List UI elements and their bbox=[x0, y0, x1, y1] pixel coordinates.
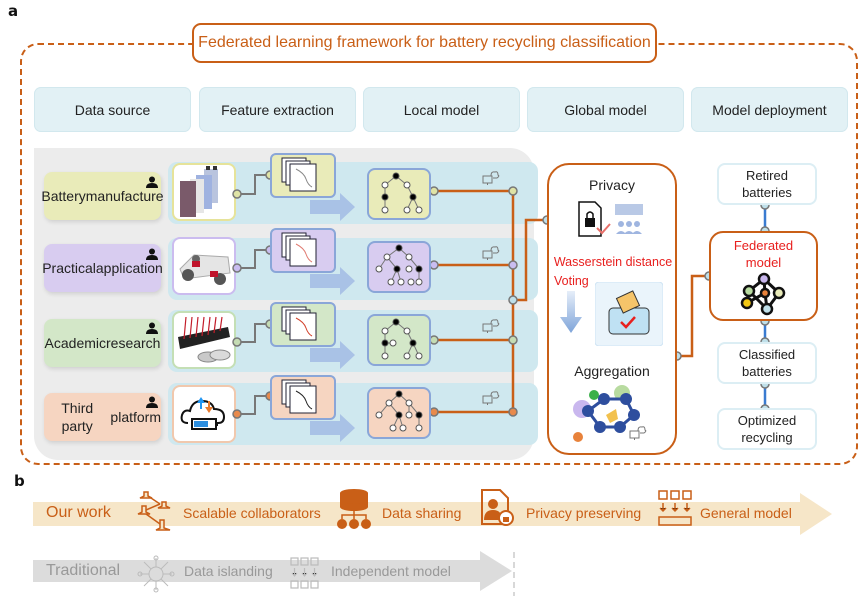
traditional-label: Traditional bbox=[46, 562, 121, 579]
connector-node bbox=[232, 263, 242, 273]
local-model-tree-3 bbox=[367, 314, 431, 366]
header-feature-extraction: Feature extraction bbox=[199, 87, 356, 132]
feature-curves-1 bbox=[270, 153, 336, 198]
curve-stack-icon bbox=[281, 379, 317, 414]
data-sharing-label: Data sharing bbox=[382, 505, 462, 521]
battery-cell-icon bbox=[180, 166, 218, 217]
general-model-label: General model bbox=[700, 505, 792, 521]
data-sharing-icon bbox=[337, 489, 371, 529]
battery-test-rig-icon bbox=[178, 316, 231, 363]
aggregation-label: Aggregation bbox=[574, 363, 650, 379]
down-arrow-icon bbox=[560, 291, 582, 333]
scalable-collaborators-icon bbox=[137, 491, 171, 531]
cloud-computer-icon bbox=[482, 319, 500, 333]
ballot-box-icon bbox=[595, 282, 663, 346]
person-icon bbox=[146, 176, 158, 188]
decision-tree-icon bbox=[381, 318, 423, 360]
general-model-icon bbox=[658, 490, 692, 526]
header-global-model: Global model bbox=[527, 87, 684, 132]
our-work-arrow bbox=[33, 493, 832, 535]
curve-stack-icon bbox=[281, 157, 317, 192]
local-model-tree-4 bbox=[367, 387, 431, 439]
cloud-computer-icon bbox=[482, 246, 500, 260]
curve-stack-icon bbox=[281, 306, 317, 341]
cloud-computer-icon bbox=[482, 391, 500, 405]
header-local-model: Local model bbox=[363, 87, 520, 132]
header-model-deployment: Model deployment bbox=[691, 87, 848, 132]
cloud-battery-icon bbox=[180, 397, 226, 430]
electric-vehicle-chassis-icon bbox=[179, 254, 231, 285]
connector-node bbox=[508, 335, 518, 345]
data-islanding-label: Data islanding bbox=[184, 563, 273, 579]
panel-a-letter: a bbox=[8, 2, 19, 20]
privacy-document-icon bbox=[578, 201, 643, 237]
cloud-computer-icon bbox=[482, 171, 500, 185]
header-data-source: Data source bbox=[34, 87, 191, 132]
privacy-label: Privacy bbox=[589, 177, 635, 193]
feature-curves-4 bbox=[270, 375, 336, 420]
framework-title: Federated learning framework for battery… bbox=[192, 23, 657, 63]
voting-label: Voting bbox=[554, 274, 589, 288]
privacy-preserving-label: Privacy preserving bbox=[526, 505, 642, 521]
battery-cell-image bbox=[172, 163, 236, 221]
connector-node bbox=[232, 409, 242, 419]
independent-model-icon bbox=[290, 557, 319, 589]
connector-node bbox=[508, 260, 518, 270]
decision-tree-icon bbox=[375, 244, 423, 286]
traditional-arrow bbox=[33, 551, 512, 591]
connector-node bbox=[232, 189, 242, 199]
decision-tree-icon bbox=[381, 172, 423, 214]
scalable-collaborators-label: Scalable collaborators bbox=[183, 505, 321, 521]
person-icon bbox=[146, 396, 158, 408]
our-work-label: Our work bbox=[46, 504, 111, 521]
curve-stack-icon bbox=[281, 232, 317, 267]
aggregation-network-icon bbox=[573, 385, 647, 442]
local-model-tree-2 bbox=[367, 241, 431, 293]
test-rig-image bbox=[172, 311, 236, 369]
person-icon bbox=[146, 322, 158, 334]
privacy-preserving-icon bbox=[481, 489, 514, 526]
connector-node bbox=[508, 295, 518, 305]
independent-model-label: Independent model bbox=[331, 563, 451, 579]
feature-curves-3 bbox=[270, 302, 336, 347]
panel-b-letter: b bbox=[14, 472, 25, 490]
neural-network-icon bbox=[740, 272, 786, 316]
connector-node bbox=[232, 337, 242, 347]
person-icon bbox=[146, 248, 158, 260]
connector-node bbox=[508, 407, 518, 417]
ev-chassis-image bbox=[172, 237, 236, 295]
framework-title-text: Federated learning framework for battery… bbox=[198, 34, 651, 51]
wasserstein-distance-label: Wasserstein distance bbox=[553, 255, 673, 269]
connector-node bbox=[508, 186, 518, 196]
decision-tree-icon bbox=[375, 390, 423, 432]
local-model-tree-1 bbox=[367, 168, 431, 220]
feature-curves-2 bbox=[270, 228, 336, 273]
data-islanding-icon bbox=[137, 555, 175, 593]
